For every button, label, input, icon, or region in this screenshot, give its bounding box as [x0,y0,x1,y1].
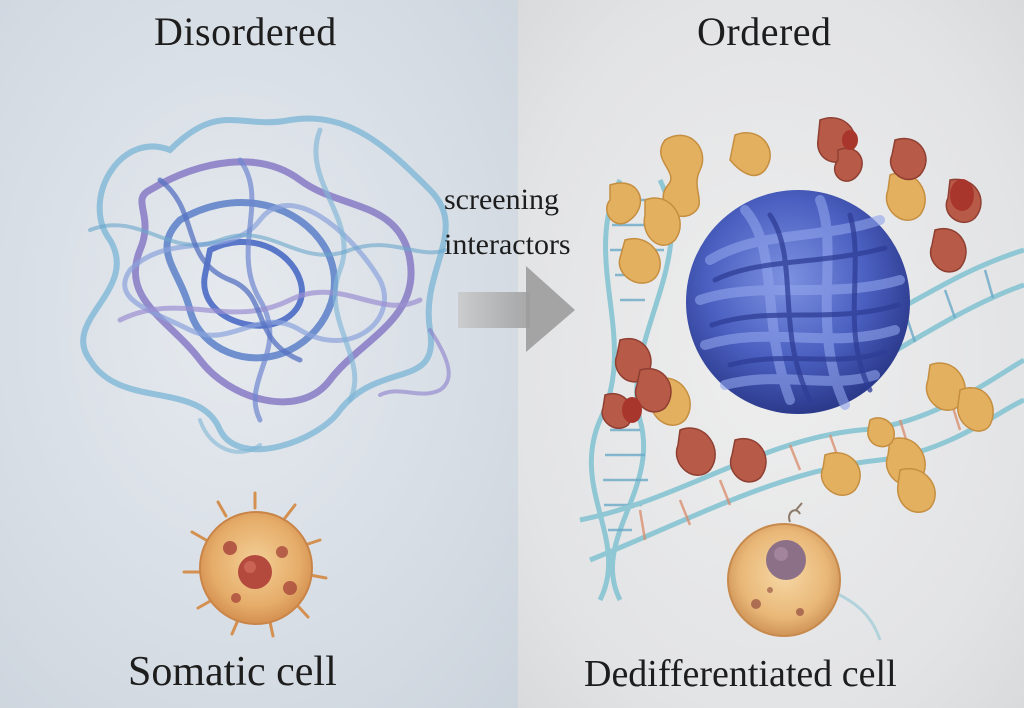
interactor-proteins [601,117,994,513]
folded-protein [686,190,910,414]
arrow-label-interactors: interactors [444,228,571,261]
title-ordered: Ordered [697,9,832,54]
arrow-label-screening: screening [444,183,559,216]
process-arrow [458,266,575,352]
somatic-cell [182,491,328,638]
dedifferentiated-cell [727,502,841,637]
dna-helix [579,178,1024,641]
title-disordered: Disordered [154,9,337,54]
caption-dedifferentiated-cell: Dedifferentiated cell [584,653,897,695]
caption-somatic-cell: Somatic cell [128,649,337,695]
disordered-protein [80,115,451,454]
